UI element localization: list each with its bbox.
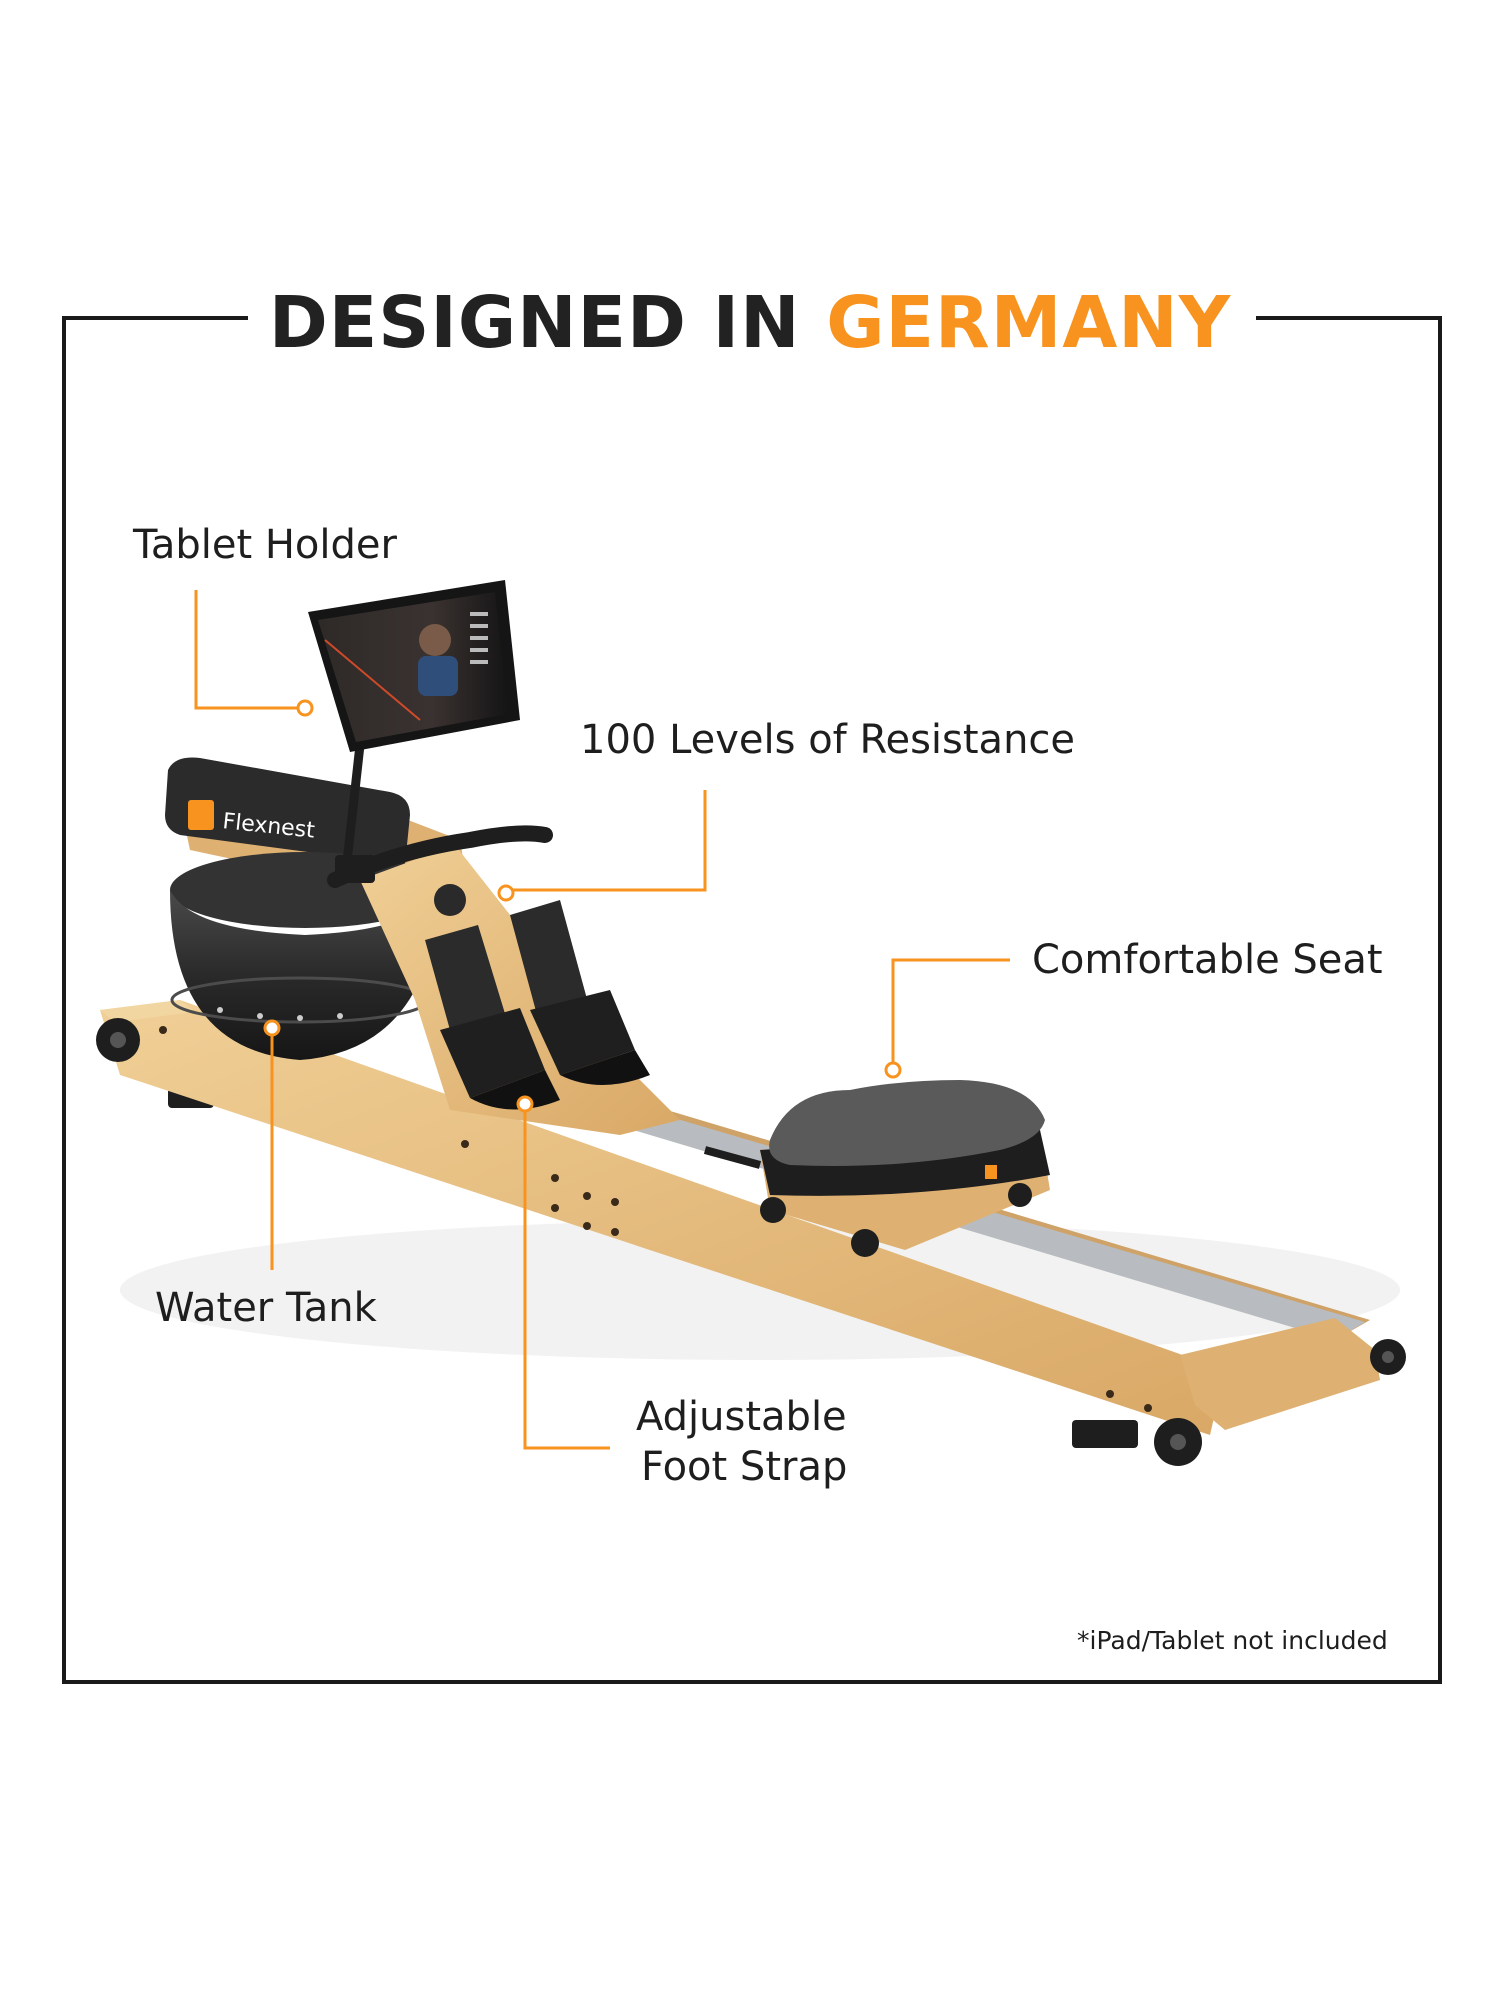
headline-accent: GERMANY xyxy=(826,281,1232,364)
callout-foot-strap-line1: Adjustable xyxy=(636,1394,847,1440)
frame-bottom xyxy=(62,1680,1442,1684)
seat-wheel xyxy=(760,1197,786,1223)
tank-bolts xyxy=(217,1007,343,1021)
headline: DESIGNED IN GERMANY xyxy=(0,278,1500,368)
seat-wheel xyxy=(1008,1183,1032,1207)
foot-pad xyxy=(1072,1420,1138,1448)
callout-tablet-holder: Tablet Holder xyxy=(133,522,397,568)
frame-left xyxy=(62,316,66,1684)
tablet-screen xyxy=(318,592,508,742)
end-crossbar xyxy=(1180,1318,1380,1430)
frame-top-right xyxy=(1256,316,1442,320)
footnote: *iPad/Tablet not included xyxy=(1077,1626,1388,1655)
beam-bolts xyxy=(159,1026,1152,1412)
foot-strap-left xyxy=(425,925,560,1110)
callout-foot-strap-line2: Foot Strap xyxy=(641,1444,848,1490)
footplate-hole xyxy=(434,884,466,916)
tablet-mount xyxy=(335,855,375,883)
seat-cushion xyxy=(769,1080,1045,1166)
front-beam xyxy=(100,1000,1225,1435)
callout-seat: Comfortable Seat xyxy=(1032,937,1383,983)
seat-logo-icon xyxy=(985,1165,997,1179)
front-beam-top xyxy=(100,1000,195,1022)
brand-logo-icon xyxy=(188,800,214,830)
frame-top-left xyxy=(62,316,248,320)
seat-wheel xyxy=(851,1229,879,1257)
tablet-person xyxy=(419,624,451,656)
callout-resistance: 100 Levels of Resistance xyxy=(580,717,1076,763)
callout-water-tank: Water Tank xyxy=(155,1285,377,1331)
headline-primary: DESIGNED IN xyxy=(268,281,801,364)
frame-right xyxy=(1438,316,1442,1684)
callout-dots xyxy=(263,699,902,1113)
foot-strap-right xyxy=(510,900,650,1085)
callout-lines xyxy=(194,590,1010,1450)
